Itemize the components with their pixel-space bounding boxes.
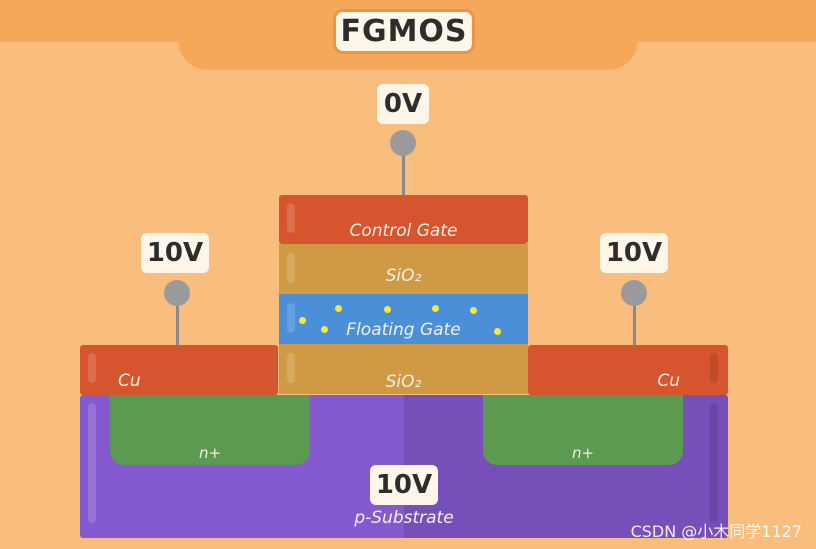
- control-gate-terminal: [390, 130, 416, 156]
- floating-gate-highlight: [287, 303, 295, 333]
- electron-dot: [321, 326, 328, 333]
- electron-dot: [299, 317, 306, 324]
- right-terminal: [621, 280, 647, 306]
- substrate-edge-shade: [710, 403, 718, 523]
- oxide-bottom-layer: SiO₂: [279, 344, 528, 394]
- electron-dot: [470, 307, 477, 314]
- control-gate-layer: Control Gate: [279, 195, 528, 244]
- diagram-title: FGMOS: [333, 9, 475, 54]
- electron-dot: [494, 328, 501, 335]
- left-copper-label: Cu: [118, 371, 141, 391]
- oxide-top-highlight: [287, 253, 295, 283]
- left-terminal: [164, 280, 190, 306]
- right-copper-label: Cu: [657, 371, 680, 391]
- substrate-highlight: [88, 403, 96, 523]
- substrate-label: p-Substrate: [354, 508, 454, 528]
- right-voltage-label: 10V: [600, 233, 668, 273]
- control-gate-label: Control Gate: [349, 220, 458, 241]
- electron-dot: [432, 305, 439, 312]
- oxide-top-label: SiO₂: [385, 266, 422, 286]
- electron-dot: [384, 306, 391, 313]
- control-gate-wire: [402, 150, 405, 196]
- right-n-well: n+: [483, 395, 683, 465]
- oxide-bottom-highlight: [287, 353, 295, 383]
- substrate-voltage-label: 10V: [370, 465, 438, 505]
- left-copper-highlight: [88, 353, 96, 383]
- control-gate-voltage-label: 0V: [377, 84, 429, 124]
- left-copper-contact: Cu: [80, 345, 278, 395]
- electron-dot: [335, 305, 342, 312]
- control-gate-highlight: [287, 203, 295, 233]
- left-n-well: n+: [110, 395, 310, 465]
- right-wire: [633, 300, 636, 346]
- left-n-well-label: n+: [198, 444, 222, 462]
- left-wire: [176, 300, 179, 346]
- right-copper-shade: [710, 353, 718, 383]
- floating-gate-label: Floating Gate: [346, 320, 461, 340]
- watermark: CSDN @小木同学1127: [630, 522, 802, 541]
- right-n-well-label: n+: [571, 444, 595, 462]
- right-copper-contact: Cu: [528, 345, 728, 395]
- floating-gate-layer: Floating Gate: [279, 294, 528, 344]
- left-voltage-label: 10V: [141, 233, 209, 273]
- oxide-bottom-label: SiO₂: [385, 372, 422, 392]
- oxide-top-layer: SiO₂: [279, 244, 528, 294]
